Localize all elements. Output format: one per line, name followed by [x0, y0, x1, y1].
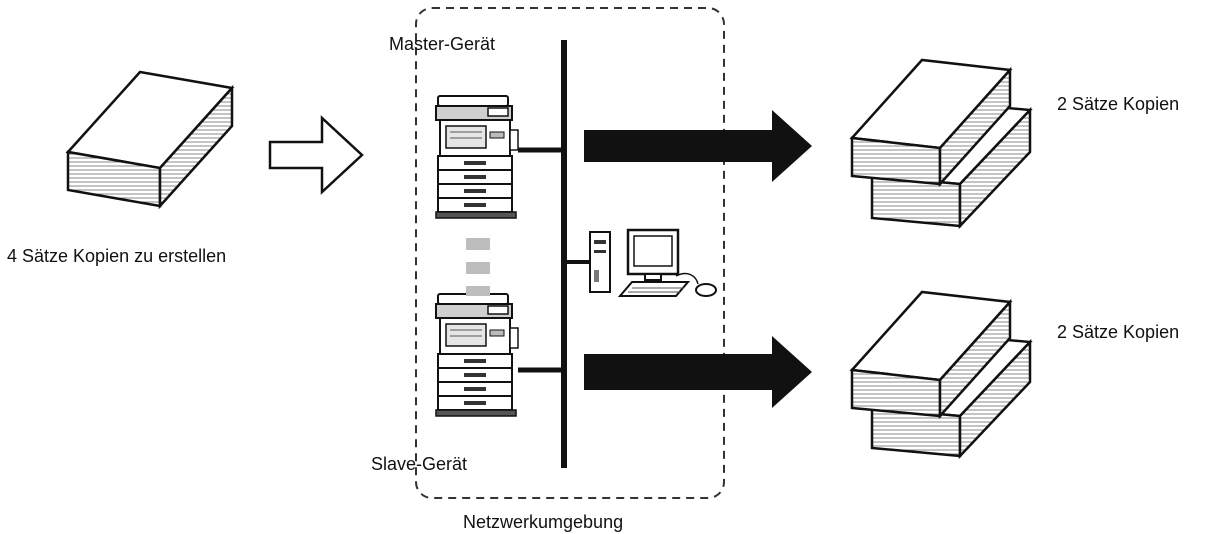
master-device-label: Master-Gerät: [389, 34, 496, 54]
computer-icon: [589, 228, 717, 297]
output-stack-top-icon: [849, 58, 1033, 230]
input-arrow-icon: [268, 115, 364, 195]
master-copier-icon: [435, 95, 519, 219]
output-top-label: 2 Sätze Kopien: [1057, 94, 1180, 114]
output-arrow-top-icon: [584, 110, 812, 182]
tandem-link: [466, 238, 490, 296]
slave-device-label: Slave-Gerät: [371, 454, 468, 474]
network-label: Netzwerkumgebung: [463, 512, 624, 532]
output-arrow-bottom-icon: [584, 336, 812, 408]
source-paper-stack-icon: [65, 70, 235, 210]
source-label: 4 Sätze Kopien zu erstellen: [7, 246, 227, 266]
output-stack-bottom-icon: [849, 290, 1033, 460]
output-bottom-label: 2 Sätze Kopien: [1057, 322, 1180, 342]
slave-copier-icon: [435, 293, 519, 417]
